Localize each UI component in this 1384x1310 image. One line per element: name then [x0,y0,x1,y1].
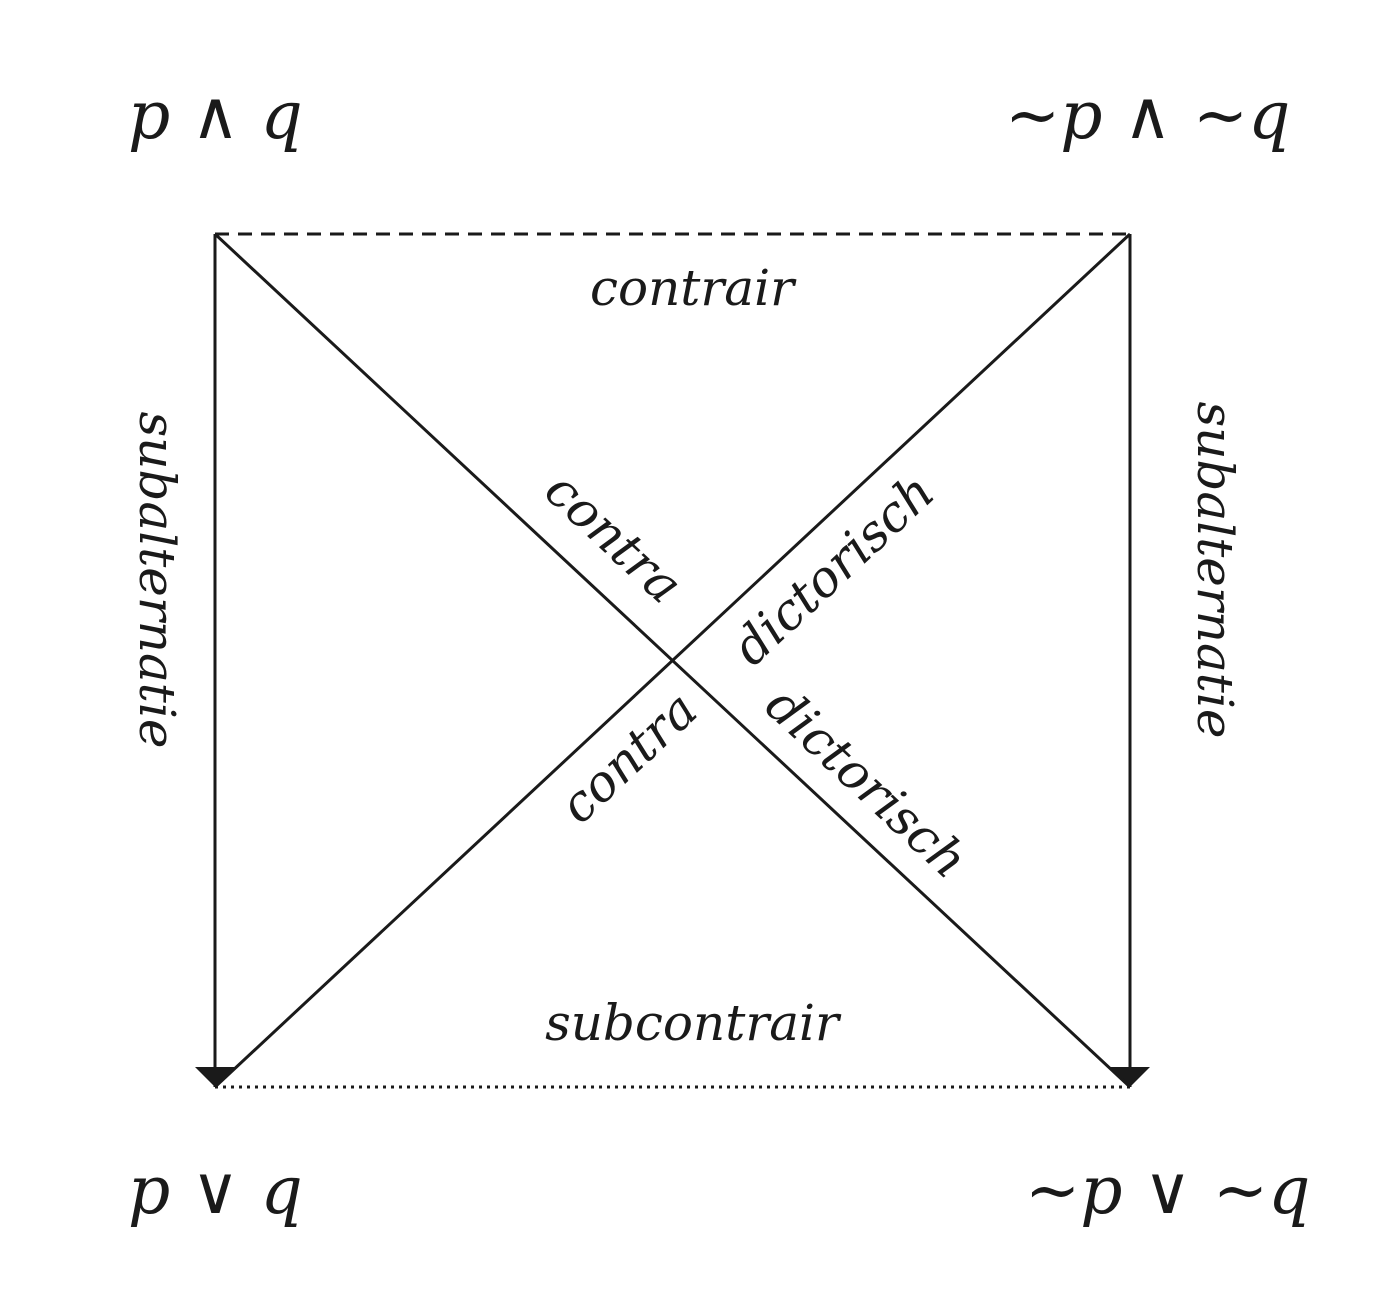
corner-bottom-left: p ∨ q [128,1152,303,1229]
corner-bottom-right: ~p ∨ ~q [1025,1152,1310,1229]
label-diagonal-upper-right: dictorisch [721,462,945,676]
label-diagonal-lower-right: dictorisch [755,675,979,889]
corner-top-right: ~p ∧ ~q [1005,77,1290,154]
corner-top-left: p ∧ q [128,77,303,154]
label-contrary: contrair [590,259,797,317]
label-diagonal-upper-left: contra [534,460,694,614]
label-subalternation-right: subalternatie [1186,402,1244,739]
label-subalternation-left: subalternatie [128,412,186,749]
label-subcontrary: subcontrair [545,994,842,1052]
diagonal-top-right-to-bottom-left [213,232,1132,1089]
